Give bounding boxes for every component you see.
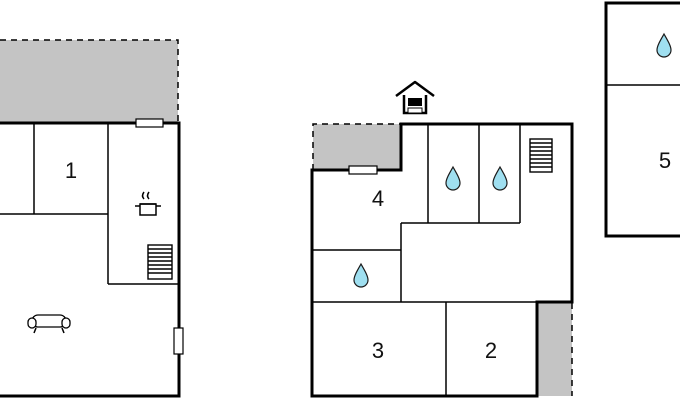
terrace-left-boundary xyxy=(0,39,179,122)
window-left-top xyxy=(135,118,164,128)
room-4-label: 4 xyxy=(372,186,384,211)
water-drop-icon xyxy=(656,32,672,58)
wall-left-outer xyxy=(0,121,181,398)
terrace-middle-top xyxy=(313,124,401,170)
floor-middle: 4 3 2 xyxy=(310,80,574,398)
terrace-left xyxy=(0,40,178,122)
wall-right-outer xyxy=(604,1,680,238)
terrace-middle-right xyxy=(537,303,572,396)
room-5-label: 5 xyxy=(659,148,671,173)
room-2-label: 2 xyxy=(485,338,497,363)
stairs-icon xyxy=(147,244,173,280)
water-drop-icon xyxy=(445,165,461,191)
water-drop-icon xyxy=(492,165,508,191)
water-drop-icon xyxy=(353,262,369,288)
window-left-side xyxy=(173,327,184,355)
floor-right: 5 xyxy=(604,1,680,238)
sofa-icon xyxy=(27,314,71,334)
floor-left: 1 xyxy=(0,39,184,398)
stairs-icon xyxy=(529,138,553,173)
room-3-label: 3 xyxy=(372,338,384,363)
window-middle-top xyxy=(348,165,378,175)
house-entrance-icon xyxy=(395,80,435,115)
room-1-label: 1 xyxy=(65,158,77,183)
cooking-pot-icon xyxy=(135,191,161,216)
terrace-middle-top-boundary xyxy=(312,123,401,170)
